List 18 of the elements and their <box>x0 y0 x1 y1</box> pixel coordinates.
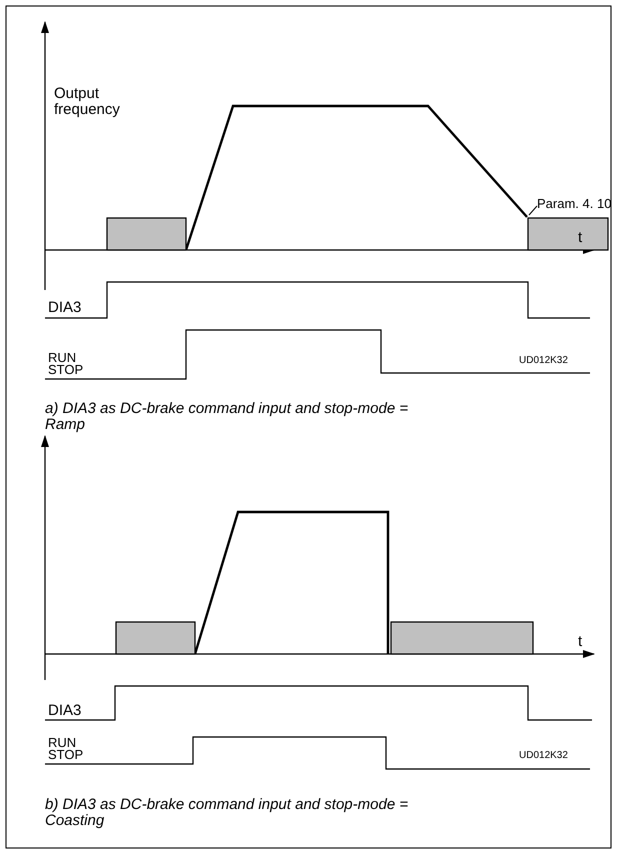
signal-label: RUN STOP <box>48 737 84 761</box>
signal-label: RUN STOP <box>48 352 84 376</box>
dc-brake-bar <box>527 217 609 251</box>
dc-brake-bar <box>106 217 187 251</box>
figure-code: UD012K32 <box>519 751 568 760</box>
frequency-curve <box>184 104 528 250</box>
dc-brake-bar <box>115 621 196 655</box>
dc-brake-bar <box>390 621 534 655</box>
frequency-curve <box>194 510 390 654</box>
signal-label: DIA3 <box>48 300 82 316</box>
caption: a) DIA3 as DC-brake command input and stop-mode = Ramp <box>45 401 410 433</box>
axis-label: t <box>578 634 582 650</box>
axis-label: Output frequency <box>54 86 121 118</box>
signal-label: DIA3 <box>48 703 82 719</box>
caption: b) DIA3 as DC-brake command input and stop-mode = Coasting <box>45 797 410 829</box>
leader-line <box>528 206 538 216</box>
axis-label: t <box>578 230 582 246</box>
figure-code: UD012K32 <box>519 356 568 365</box>
